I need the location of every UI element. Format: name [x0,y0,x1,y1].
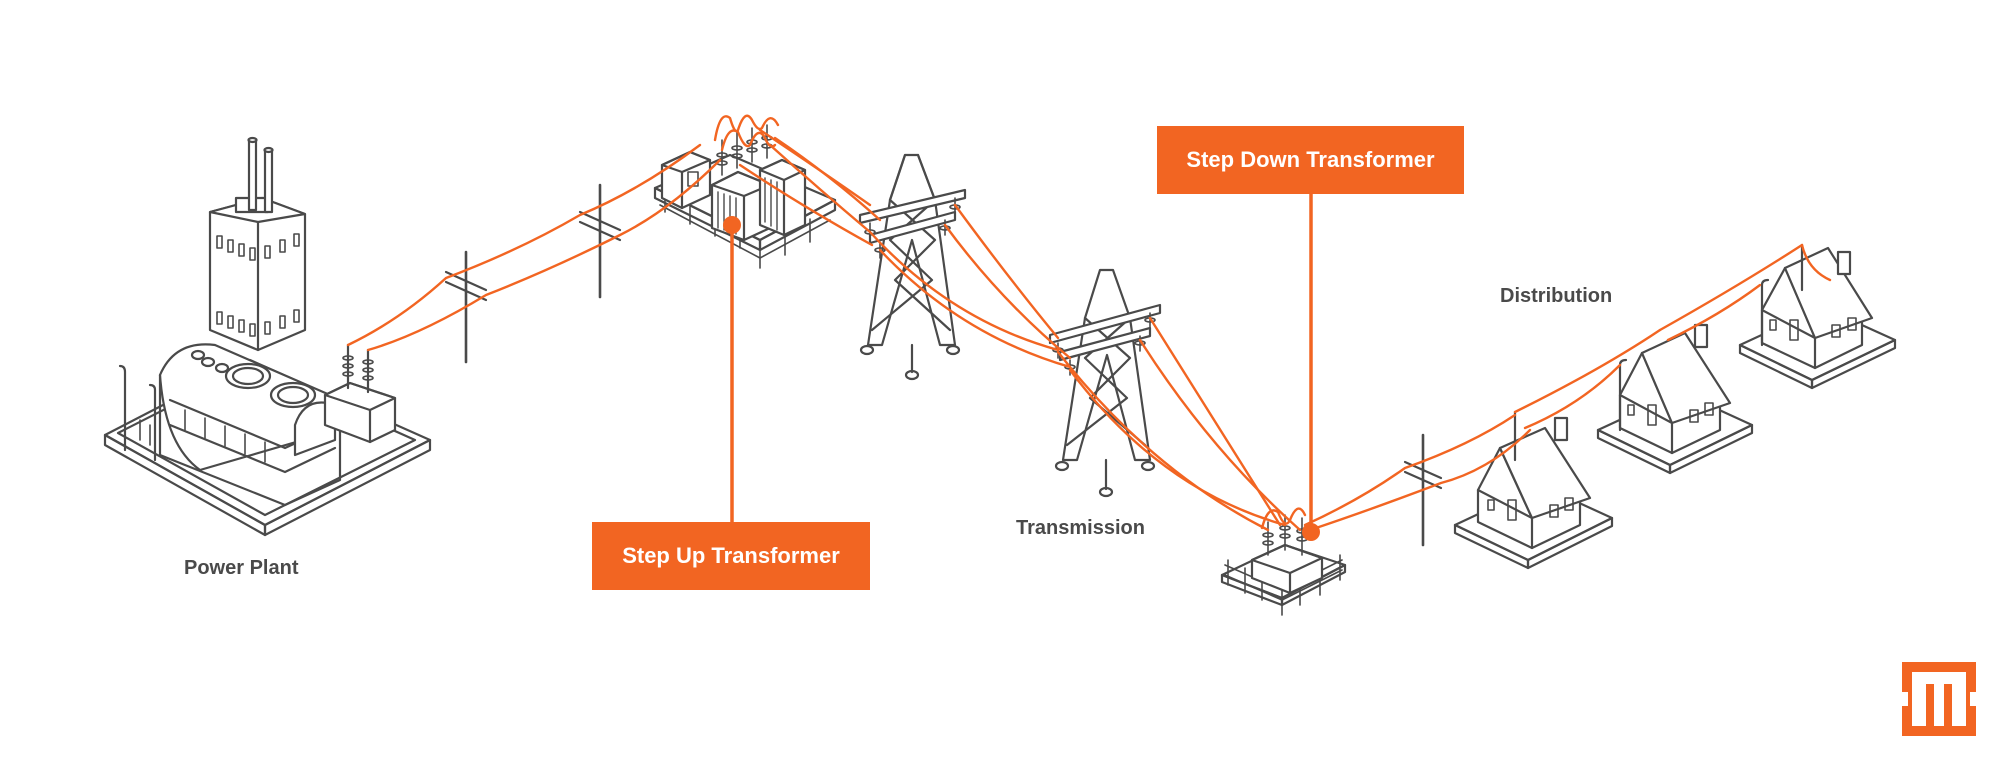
house-3 [1738,243,1897,390]
step-up-leader [723,216,741,527]
step-up-transformer-callout: Step Up Transformer [592,522,870,590]
house-2 [1596,323,1754,475]
house-1 [1453,410,1614,570]
transmission-label: Transmission [1016,517,1145,539]
power-lines [346,114,1832,532]
step-down-substation-illustration [1220,514,1347,616]
step-down-transformer-callout: Step Down Transformer [1157,126,1464,194]
distribution-label: Distribution [1500,285,1613,307]
transmission-tower-2 [1048,268,1162,498]
power-plant-label: Power Plant [184,557,299,579]
utility-pole-2 [578,183,622,299]
transmission-tower-1 [858,153,967,381]
step-up-substation-illustration [653,124,837,269]
power-plant-illustration [103,136,432,537]
step-down-leader [1302,188,1320,541]
m-brand-logo-icon [1902,662,1976,736]
